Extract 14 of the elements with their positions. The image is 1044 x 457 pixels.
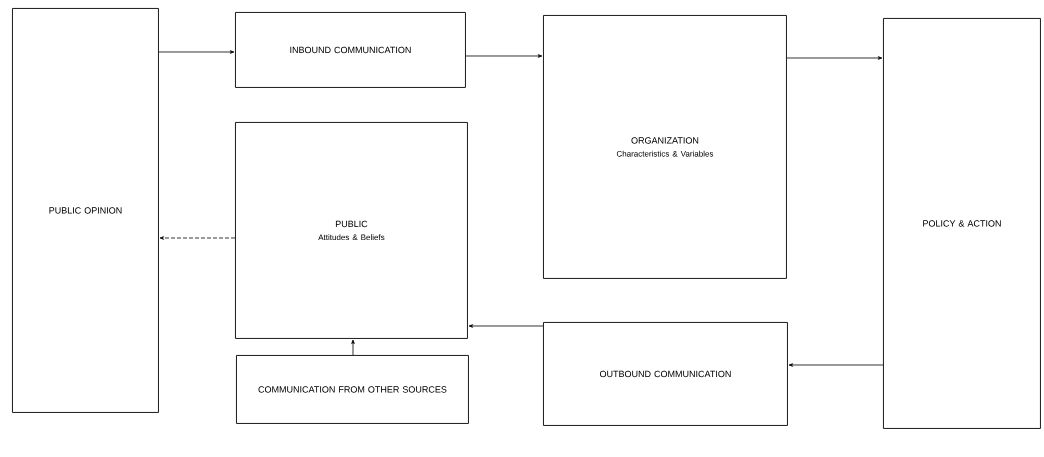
arrow xyxy=(788,363,884,367)
arrow xyxy=(351,339,355,356)
arrow xyxy=(158,50,235,54)
arrow xyxy=(468,324,544,328)
process-box: INBOUND COMMUNICATION xyxy=(235,12,466,88)
process-box: COMMUNICATION FROM OTHER SOURCES xyxy=(236,355,469,424)
process-box: PUBLIC OPINION xyxy=(12,8,159,413)
arrow xyxy=(465,54,543,58)
process-box: PUBLIC Attitudes & Beliefs xyxy=(235,122,468,339)
arrow xyxy=(159,236,236,240)
process-box: ORGANIZATION Characteristics & Variables xyxy=(543,15,787,279)
process-box: POLICY & ACTION xyxy=(883,18,1041,429)
process-box: OUTBOUND COMMUNICATION xyxy=(543,322,788,426)
arrow xyxy=(786,56,883,60)
